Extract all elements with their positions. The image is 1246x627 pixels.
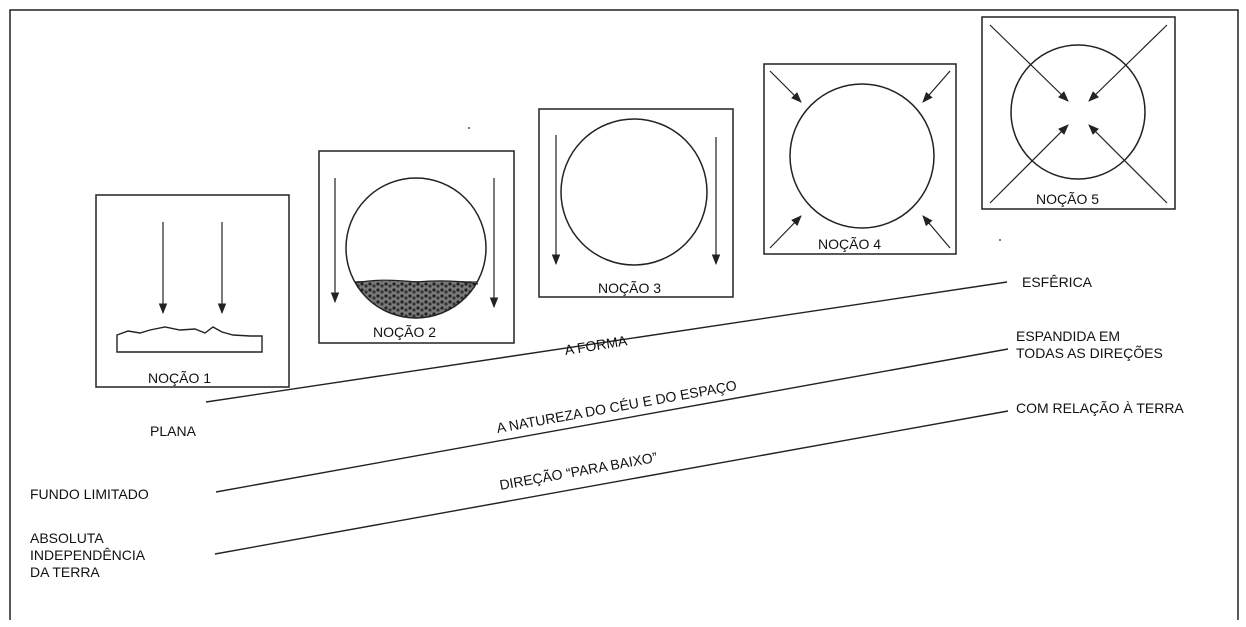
- label-absolute-line3: DA TERRA: [30, 564, 100, 580]
- notion-2-panel: [318, 150, 515, 344]
- earth-circle: [1010, 44, 1146, 180]
- label-expanded-line1: ESPANDIDA EM: [1016, 328, 1120, 344]
- inward-arrow: [769, 70, 802, 103]
- label-flat: PLANA: [150, 423, 196, 439]
- axis-line-down-direction: [214, 410, 1009, 555]
- notion-2-label: NOÇÃO 2: [373, 324, 437, 340]
- label-spherical: ESFÊRICA: [1022, 274, 1093, 290]
- notion-1-panel: [95, 194, 290, 388]
- inward-arrow: [769, 215, 802, 249]
- inward-arrow: [1088, 24, 1168, 102]
- earth-circle: [789, 83, 935, 229]
- inward-arrow: [989, 24, 1069, 102]
- axis-line-form: [205, 281, 1008, 403]
- label-relative-earth: COM RELAÇÃO À TERRA: [1016, 400, 1184, 416]
- axis-line-sky-space: [215, 348, 1009, 493]
- label-absolute-line2: INDEPENDÊNCIA: [30, 547, 146, 563]
- notion-4-label: NOÇÃO 4: [818, 236, 882, 252]
- ground-fill: [346, 281, 486, 318]
- notion-1-label: NOÇÃO 1: [148, 370, 212, 386]
- notion-3-label: NOÇÃO 3: [598, 280, 662, 296]
- inward-arrow: [1088, 124, 1168, 204]
- inward-arrow: [989, 124, 1069, 204]
- outer-frame: [9, 9, 1239, 620]
- label-limited-bottom: FUNDO LIMITADO: [30, 486, 149, 502]
- notion-5-label: NOÇÃO 5: [1036, 191, 1100, 207]
- label-expanded-line2: TODAS AS DIREÇÕES: [1016, 345, 1163, 361]
- earth-circle: [560, 118, 708, 266]
- label-absolute-line1: ABSOLUTA: [30, 530, 104, 546]
- flat-earth-icon: [116, 326, 263, 353]
- earth-circle: [345, 177, 487, 319]
- notion-5-panel: [981, 16, 1176, 210]
- inward-arrow: [922, 215, 951, 249]
- inward-arrow: [922, 70, 951, 103]
- notion-4-panel: [763, 63, 957, 255]
- notion-3-panel: [538, 108, 734, 298]
